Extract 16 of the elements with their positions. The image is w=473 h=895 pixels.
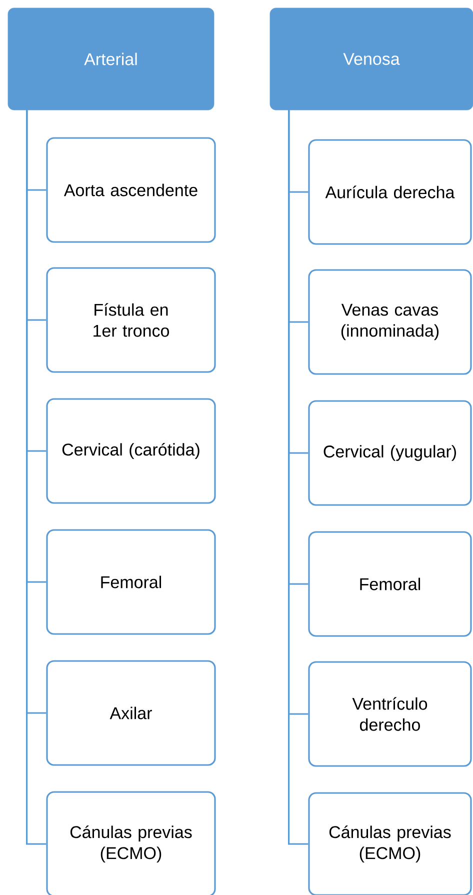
site-box: Femoral bbox=[46, 529, 216, 635]
connector-line bbox=[288, 110, 308, 845]
category-box: Venosa bbox=[270, 8, 473, 110]
site-box: Axilar bbox=[46, 660, 216, 766]
site-box: Cervical (carótida) bbox=[46, 398, 216, 504]
connector-line bbox=[26, 110, 46, 845]
site-box: Venas cavas (innominada) bbox=[308, 269, 472, 375]
site-box: Femoral bbox=[308, 531, 472, 637]
site-box: Cánulas previas (ECMO) bbox=[308, 792, 472, 895]
site-box: Aorta ascendente bbox=[46, 137, 216, 243]
site-box: Ventrículo derecho bbox=[308, 661, 472, 767]
category-box: Arterial bbox=[8, 8, 214, 110]
site-box: Aurícula derecha bbox=[308, 139, 472, 245]
site-box: Fístula en 1er tronco bbox=[46, 267, 216, 373]
site-box: Cánulas previas (ECMO) bbox=[46, 791, 216, 895]
site-box: Cervical (yugular) bbox=[308, 400, 472, 506]
